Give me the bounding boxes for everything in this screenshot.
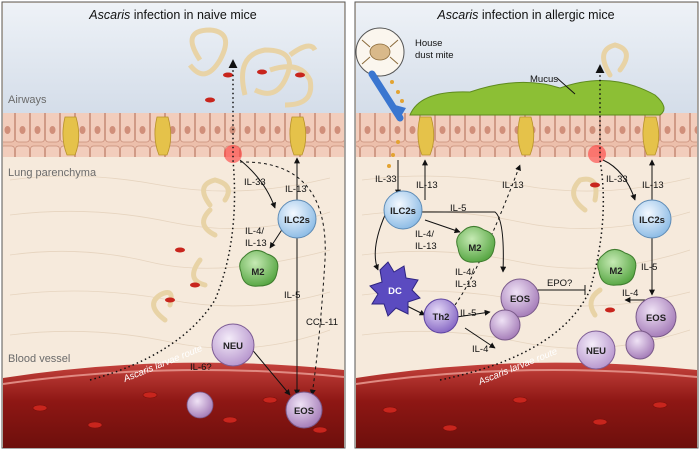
svg-text:ILC2s: ILC2s <box>639 215 665 226</box>
label-il13-right2: IL-13 <box>642 180 664 191</box>
svg-text:M2: M2 <box>251 267 264 278</box>
label-il13-left: IL-13 <box>285 184 307 195</box>
svg-text:Th2: Th2 <box>433 312 450 323</box>
label-il4-right: IL-4/ <box>415 229 434 240</box>
allergen-dots <box>387 80 404 168</box>
rbc-vessel-left <box>32 391 328 434</box>
label-il33-right2: IL-33 <box>606 174 628 185</box>
svg-text:EOS: EOS <box>510 294 530 305</box>
label-hdm-line1: House <box>415 38 442 49</box>
panel-left-title: Ascaris infection in naive mice <box>88 8 256 22</box>
svg-text:NEU: NEU <box>586 346 606 357</box>
svg-text:ILC2s: ILC2s <box>284 215 310 226</box>
cell-eos-right2: EOS <box>625 296 677 360</box>
panel-right-title: Ascaris infection in allergic mice <box>436 8 614 22</box>
label-il4b-right: IL-13 <box>415 241 437 252</box>
label-il5-right2: IL-5 <box>641 262 657 273</box>
label-mucus: Mucus <box>530 74 558 85</box>
svg-text:EOS: EOS <box>646 313 666 324</box>
cell-m2-right2: M2 <box>597 249 637 286</box>
zone-airways-label: Airways <box>8 94 47 106</box>
blood-vessel-left <box>3 362 344 448</box>
cell-neu-left: NEU <box>211 323 255 367</box>
epithelial-damage-right <box>588 145 606 163</box>
svg-text:EOS: EOS <box>294 406 314 417</box>
rbc-vessel-right <box>382 396 668 432</box>
cell-eos-right: EOS <box>489 278 540 341</box>
rbc-parenchyma-left <box>165 247 200 303</box>
label-il6-left: IL-6? <box>190 362 212 373</box>
larvae-route-right <box>439 64 605 381</box>
worms-parenchyma-left <box>151 177 231 323</box>
label-il5-right: IL-5 <box>450 203 466 214</box>
svg-text:M2: M2 <box>609 266 622 277</box>
worms-right <box>571 42 629 318</box>
label-il4-bottom: IL-4 <box>472 344 488 355</box>
arrows-left <box>239 157 326 396</box>
goblet-cells-left <box>62 116 307 156</box>
blood-vessel-right <box>356 362 697 448</box>
svg-text:M2: M2 <box>468 243 481 254</box>
label-il33-left: IL-33 <box>244 177 266 188</box>
label-il5-left: IL-5 <box>284 290 300 301</box>
cell-ilc2s-left: ILC2s <box>277 199 317 239</box>
cell-th2: Th2 <box>423 298 459 334</box>
cell-m2-right: M2 <box>456 226 496 263</box>
cell-m2-left: M2 <box>239 250 279 287</box>
epithelium-left <box>3 113 344 157</box>
cell-neu-right: NEU <box>576 330 616 370</box>
cell-eos-left: EOS <box>285 391 323 429</box>
svg-text:ILC2s: ILC2s <box>390 206 416 217</box>
label-ccl11-left: CCL-11 <box>306 317 338 328</box>
rbc-airway-left <box>205 69 305 103</box>
panel-left: Ascaris infection in naive mice Airways … <box>1 1 346 449</box>
label-il4-left: IL-4/ <box>245 226 264 237</box>
svg-text:DC: DC <box>388 286 402 297</box>
vessel-cell-left <box>186 391 214 419</box>
label-il33-right: IL-33 <box>375 174 397 185</box>
label-il5-th2: IL-5 <box>460 308 476 319</box>
label-il4b-th2: IL-13 <box>455 279 477 290</box>
goblet-cells-right <box>417 116 660 156</box>
label-il4-th2: IL-4/ <box>455 267 474 278</box>
epithelial-damage-left <box>224 145 242 163</box>
label-il13-mid: IL-13 <box>502 180 524 191</box>
svg-text:NEU: NEU <box>223 341 243 352</box>
label-il13-right: IL-13 <box>416 180 438 191</box>
worms-airway-left <box>188 27 318 108</box>
label-il4-right2: IL-4 <box>622 288 638 299</box>
rbc-parenchyma-right <box>590 182 615 313</box>
house-dust-mite <box>355 27 406 122</box>
zone-vessel-label: Blood vessel <box>8 353 70 365</box>
panel-right: Ascaris infection in allergic mice House… <box>354 1 699 449</box>
zone-parenchyma-label: Lung parenchyma <box>8 167 97 179</box>
cell-dc: DC <box>369 261 421 317</box>
label-il4b-left: IL-13 <box>245 238 267 249</box>
cell-ilc2s-right2: ILC2s <box>632 199 672 239</box>
label-hdm-line2: dust mite <box>415 50 454 61</box>
cell-ilc2s-right: ILC2s <box>383 190 423 230</box>
label-epo: EPO? <box>547 278 572 289</box>
